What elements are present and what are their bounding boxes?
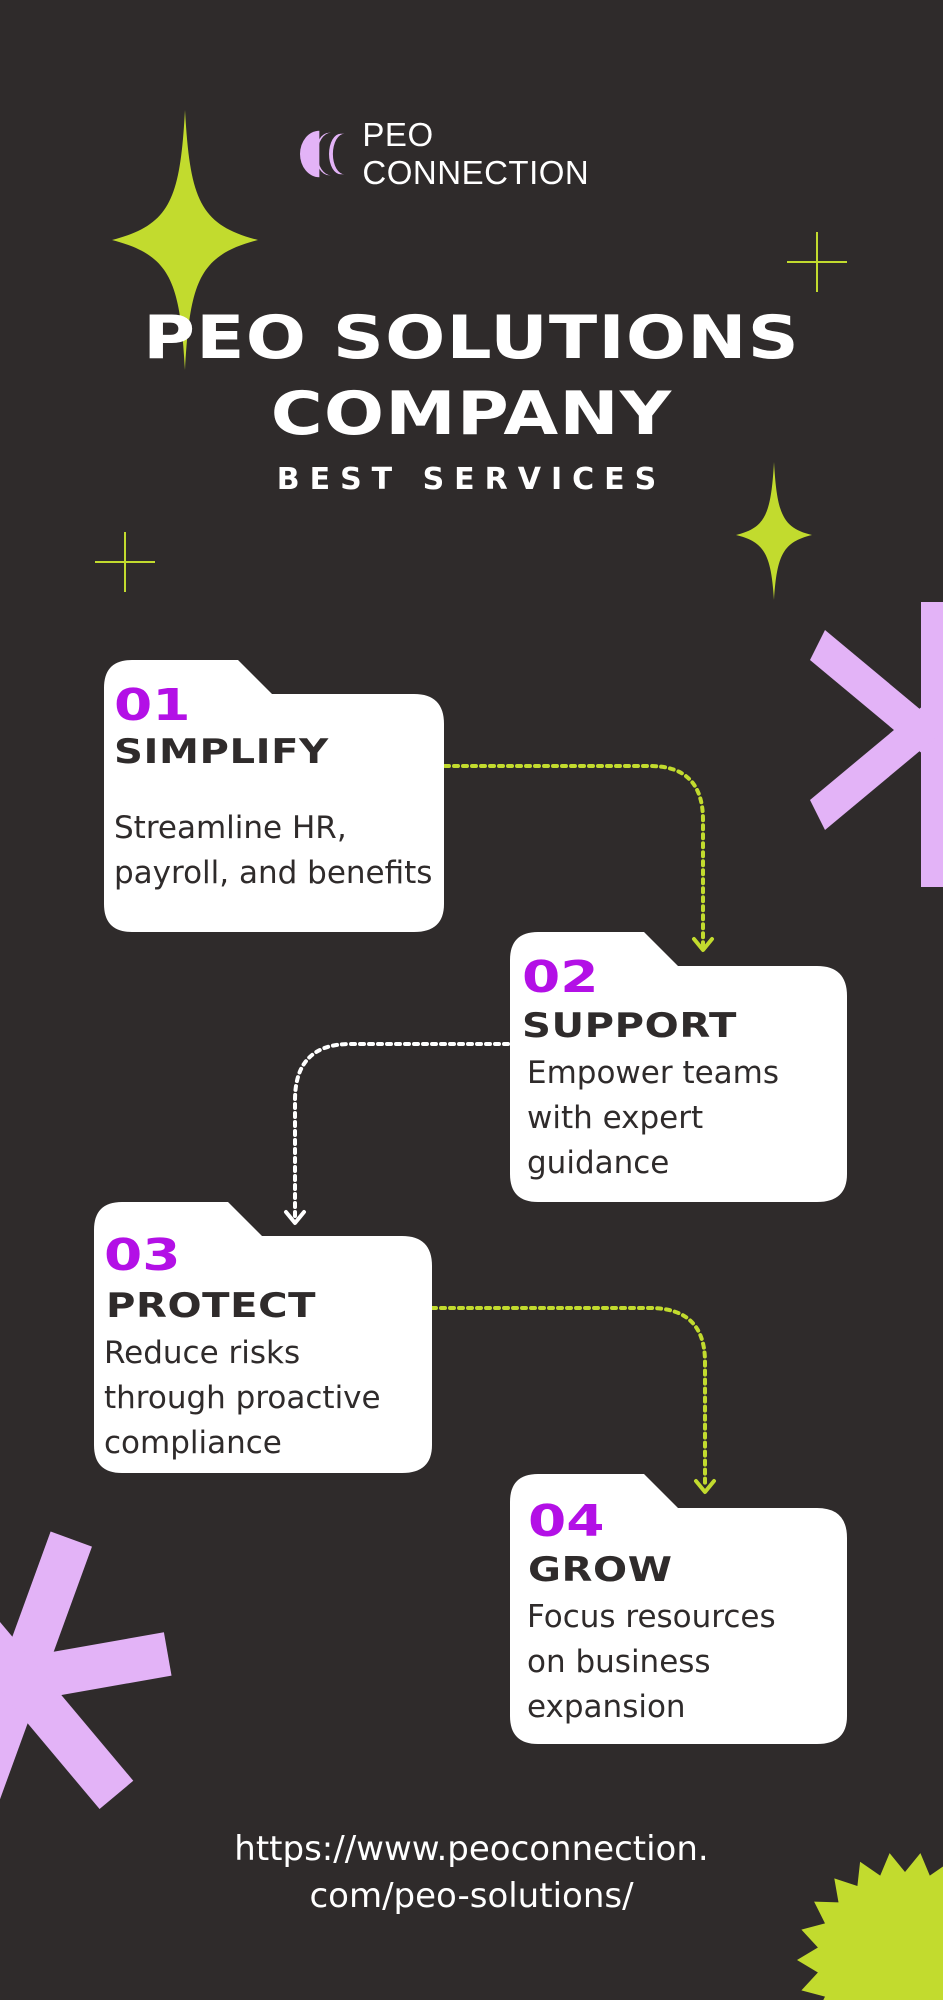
dotted-arrow-icon	[430, 1306, 707, 1489]
website-url[interactable]: https://www.peoconnection. com/peo-solut…	[0, 1826, 943, 1920]
peo-connection-logo-icon	[300, 130, 345, 178]
brand-name: PEO CONNECTION	[362, 116, 590, 191]
folder-card-icon	[94, 1202, 432, 1473]
sparkle-star-icon	[112, 110, 258, 370]
step-card-protect: 03 PROTECT Reduce risks through proactiv…	[94, 1202, 432, 1473]
step-number: 02	[522, 952, 599, 1003]
desc-line: on business	[527, 1644, 711, 1680]
desc-line: Focus resources	[527, 1599, 776, 1635]
desc-line: Streamline HR,	[114, 810, 347, 846]
folder-card-icon	[510, 1474, 847, 1744]
arrowhead-icon	[284, 1210, 306, 1225]
desc-line: compliance	[104, 1425, 282, 1461]
sunburst-badge-icon	[797, 1853, 943, 2000]
step-number: 01	[114, 680, 191, 731]
sparkle-star-icon	[736, 462, 812, 600]
step-description: Focus resources on business expansion	[527, 1595, 776, 1730]
step-description: Reduce risks through proactive complianc…	[104, 1331, 381, 1466]
title-line-2: COMPANY	[270, 379, 673, 449]
title-line-1: PEO SOLUTIONS	[143, 303, 800, 373]
arrowhead-icon	[694, 1479, 716, 1494]
plus-sparkle-icon	[787, 232, 847, 292]
step-name: GROW	[528, 1550, 673, 1590]
step-card-support: 02 SUPPORT Empower teams with expert gui…	[510, 932, 847, 1202]
step-description: Streamline HR, payroll, and benefits	[114, 806, 432, 896]
asterisk-shape-icon	[0, 1531, 172, 1829]
dotted-arrow-icon	[293, 1042, 510, 1220]
step-name: SUPPORT	[522, 1006, 737, 1046]
step-card-simplify: 01 SIMPLIFY Streamline HR, payroll, and …	[104, 660, 444, 932]
folder-card-icon	[104, 660, 444, 932]
desc-line: Empower teams	[527, 1055, 780, 1091]
desc-line: with expert	[527, 1100, 704, 1136]
page-title: PEO SOLUTIONS COMPANY	[0, 300, 943, 452]
desc-line: through proactive	[104, 1380, 381, 1416]
step-number: 04	[528, 1496, 605, 1547]
desc-line: payroll, and benefits	[114, 855, 433, 891]
dotted-arrow-icon	[443, 764, 705, 947]
asterisk-shape-icon	[810, 602, 943, 887]
step-name: SIMPLIFY	[114, 732, 329, 772]
brand-header: PEO CONNECTION	[300, 116, 660, 191]
desc-line: Reduce risks	[104, 1335, 301, 1371]
step-description: Empower teams with expert guidance	[527, 1051, 779, 1186]
subtitle: BEST SERVICES	[276, 462, 667, 497]
folder-card-icon	[510, 932, 847, 1202]
url-line-1[interactable]: https://www.peoconnection.	[234, 1829, 709, 1869]
arrowhead-icon	[692, 937, 714, 952]
url-line-2[interactable]: com/peo-solutions/	[309, 1876, 634, 1916]
desc-line: expansion	[527, 1689, 686, 1725]
plus-sparkle-icon	[95, 532, 155, 592]
desc-line: guidance	[527, 1145, 670, 1181]
step-card-grow: 04 GROW Focus resources on business expa…	[510, 1474, 847, 1744]
step-number: 03	[104, 1230, 181, 1281]
step-name: PROTECT	[106, 1286, 317, 1326]
